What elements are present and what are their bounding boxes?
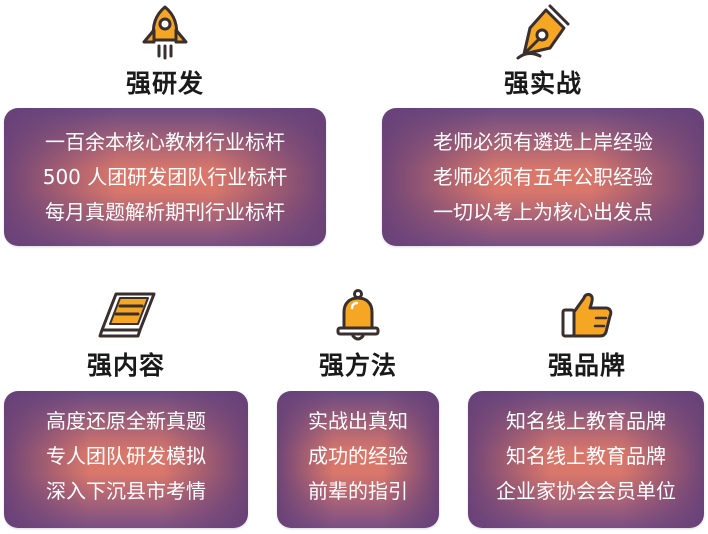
card-line: 实战出真知 [308, 409, 408, 433]
feature-card: 老师必须有遴选上岸经验 老师必须有五年公职经验 一切以考上为核心出发点 [382, 108, 704, 246]
card-line: 老师必须有遴选上岸经验 [433, 130, 653, 154]
card-line: 每月真题解析期刊行业标杆 [45, 200, 285, 224]
rocket-icon [142, 5, 188, 60]
feature-card: 知名线上教育品牌 知名线上教育品牌 企业家协会会员单位 [468, 391, 704, 528]
card-line: 深入下沉县市考情 [46, 479, 206, 503]
thumbs-up-icon [561, 293, 613, 338]
feature-title: 强方法 [318, 351, 397, 380]
card-line: 企业家协会会员单位 [496, 479, 676, 503]
feature-title: 强研发 [125, 69, 204, 98]
card-line: 前辈的指引 [308, 479, 408, 503]
card-line: 高度还原全新真题 [46, 409, 206, 433]
feature-title: 强品牌 [547, 351, 626, 380]
card-line: 专人团队研发模拟 [46, 444, 206, 468]
feature-title: 强实战 [503, 69, 582, 98]
card-line: 一百余本核心教材行业标杆 [45, 130, 285, 154]
card-line: 知名线上教育品牌 [506, 409, 666, 433]
card-line: 老师必须有五年公职经验 [433, 165, 653, 189]
bell-icon [336, 289, 380, 341]
pen-nib-icon [516, 4, 570, 60]
card-line: 一切以考上为核心出发点 [433, 200, 653, 224]
card-line: 500 人团研发团队行业标杆 [42, 165, 288, 189]
feature-title: 强内容 [86, 351, 165, 380]
feature-card: 实战出真知 成功的经验 前辈的指引 [277, 391, 439, 528]
card-line: 成功的经验 [308, 444, 408, 468]
feature-card: 高度还原全新真题 专人团队研发模拟 深入下沉县市考情 [4, 391, 248, 528]
books-icon [98, 292, 156, 338]
card-line: 知名线上教育品牌 [506, 444, 666, 468]
feature-card: 一百余本核心教材行业标杆 500 人团研发团队行业标杆 每月真题解析期刊行业标杆 [4, 108, 326, 246]
